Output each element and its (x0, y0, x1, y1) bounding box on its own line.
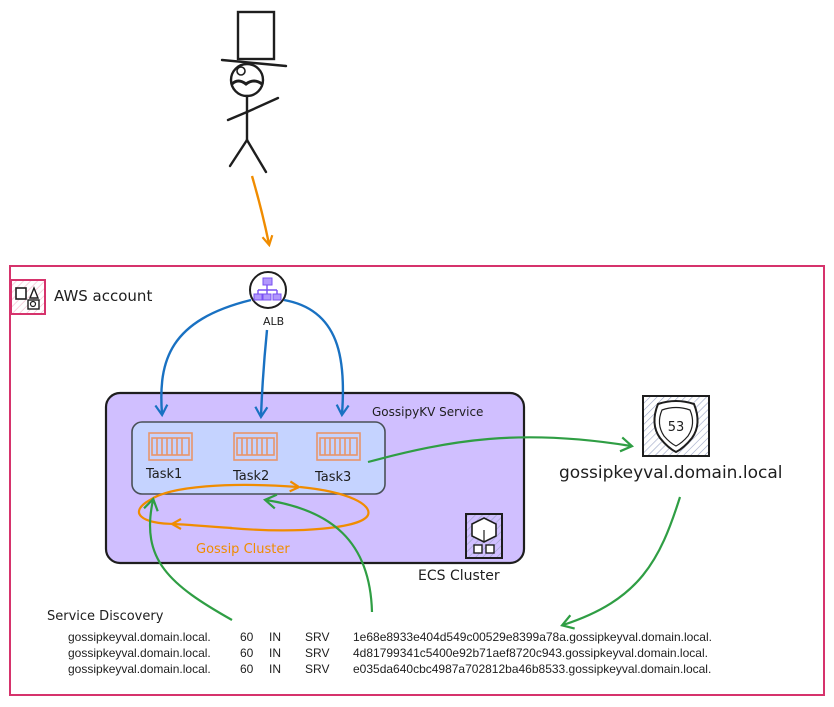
task1-label: Task1 (145, 467, 182, 482)
task2-label: Task2 (232, 469, 269, 484)
record-class: IN (269, 646, 281, 660)
record-target: 1e68e8933e404d549c00529e8399a78a.gossipk… (353, 630, 712, 644)
alb-label: ALB (263, 315, 284, 328)
alb-to-task3-arrow (283, 298, 350, 418)
aws-account-label: AWS account (54, 287, 152, 305)
record-name: gossipkeyval.domain.local. (68, 662, 211, 676)
ecs-cluster-icon (465, 513, 503, 559)
route53-number: 53 (668, 420, 685, 435)
alb-to-task1-arrow (154, 298, 252, 418)
record-ttl: 60 (240, 630, 254, 644)
aws-account-icon (10, 279, 46, 315)
dns-record-row: gossipkeyval.domain.local. 60 IN SRV e03… (68, 662, 711, 676)
task3-container-icon (316, 432, 361, 461)
record-class: IN (269, 630, 281, 644)
record-name: gossipkeyval.domain.local. (68, 630, 211, 644)
route53-to-records-arrow (560, 496, 682, 630)
record-type: SRV (305, 630, 329, 644)
record-ttl: 60 (240, 646, 254, 660)
task3-to-route53-arrow (367, 436, 635, 464)
record-class: IN (269, 662, 281, 676)
alb-icon (249, 271, 287, 309)
ecs-cluster-label: ECS Cluster (418, 568, 500, 584)
record-target: 4d81799341c5400e92b71aef8720c943.gossipk… (353, 646, 708, 660)
user-to-alb-arrow (250, 175, 269, 244)
record-name: gossipkeyval.domain.local. (68, 646, 211, 660)
discovery-to-task1-arrow (143, 497, 233, 621)
aws-account-boundary (9, 265, 825, 696)
dns-record-row: gossipkeyval.domain.local. 60 IN SRV 1e6… (68, 630, 712, 644)
route53-shield-icon: 53 (642, 395, 710, 457)
record-ttl: 60 (240, 662, 254, 676)
record-target: e035da640cbc4987a702812ba46b8533.gossipk… (353, 662, 711, 676)
task3-label: Task3 (314, 470, 351, 485)
dns-records: gossipkeyval.domain.local. 60 IN SRV 1e6… (68, 630, 712, 676)
service-discovery-label: Service Discovery (47, 609, 164, 624)
dns-record-row: gossipkeyval.domain.local. 60 IN SRV 4d8… (68, 646, 708, 660)
user-stick-figure-icon (220, 10, 288, 174)
record-type: SRV (305, 662, 329, 676)
alb-to-task2-arrow (254, 329, 269, 420)
record-type: SRV (305, 646, 329, 660)
service-label: GossipyKV Service (372, 405, 483, 419)
task1-container-icon (148, 432, 193, 461)
task2-container-icon (233, 432, 278, 461)
records-to-task2-arrow (262, 493, 374, 613)
gossip-cluster-label: Gossip Cluster (196, 542, 290, 557)
domain-label: gossipkeyval.domain.local (559, 463, 782, 483)
